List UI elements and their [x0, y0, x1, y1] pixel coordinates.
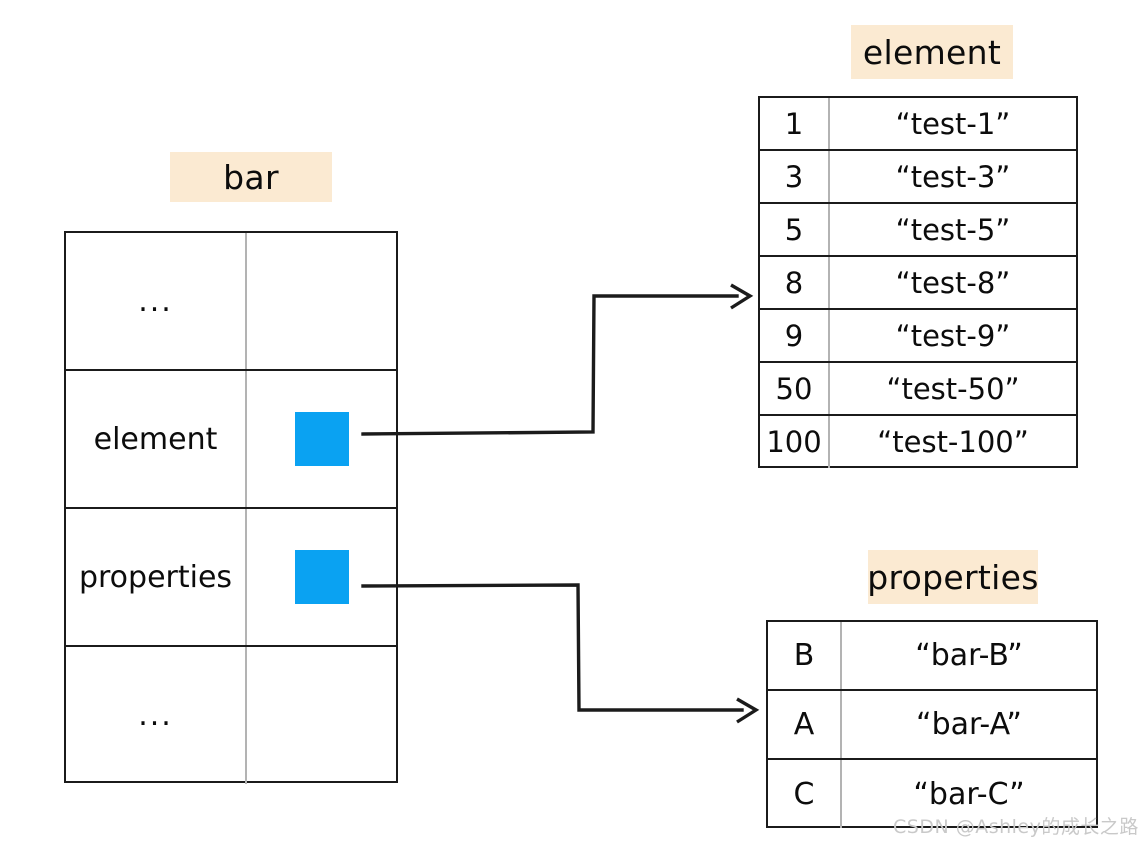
element-row-key: 3 — [760, 151, 830, 202]
table-row: 8 “test-8” — [760, 257, 1076, 310]
bar-row-key: ... — [66, 647, 247, 784]
element-row-key: 1 — [760, 98, 830, 149]
bar-row-key: ... — [66, 233, 247, 369]
table-row: element — [66, 371, 396, 509]
bar-row-value — [247, 233, 396, 369]
bar-row-key-element: element — [66, 371, 247, 507]
bar-row-value-element — [247, 371, 396, 507]
bar-table-title: bar — [170, 152, 332, 202]
element-row-value: “test-3” — [895, 159, 1011, 194]
table-row: 9 “test-9” — [760, 310, 1076, 363]
element-pointer-swatch-icon — [294, 412, 349, 466]
table-row: 5 “test-5” — [760, 204, 1076, 257]
properties-row-key: A — [768, 691, 842, 758]
element-arrow-path — [361, 294, 739, 436]
table-row: 50 “test-50” — [760, 363, 1076, 416]
element-pointer-arrow — [361, 283, 754, 436]
element-row-value: “test-8” — [895, 265, 1011, 300]
element-row-key: 8 — [760, 257, 830, 308]
table-row: ... — [66, 233, 396, 371]
element-table: 1 “test-1” 3 “test-3” 5 “test-5” 8 “test… — [758, 96, 1078, 468]
table-row: B “bar-B” — [768, 622, 1096, 691]
element-row-value: “test-9” — [895, 318, 1011, 353]
element-row-value: “test-1” — [895, 106, 1011, 141]
ellipsis-label: ... — [138, 283, 173, 319]
element-row-key: 5 — [760, 204, 830, 255]
properties-table: B “bar-B” A “bar-A” C “bar-C” — [766, 620, 1098, 828]
table-row: C “bar-C” — [768, 760, 1096, 828]
ellipsis-label: ... — [138, 698, 173, 733]
properties-row-key: C — [768, 760, 842, 828]
watermark-label: CSDN @Ashley的成长之路 — [893, 816, 1139, 838]
properties-arrowhead-icon — [736, 697, 760, 724]
properties-row-value: “bar-A” — [916, 707, 1022, 742]
properties-pointer-swatch-icon — [294, 550, 349, 604]
element-table-title: element — [851, 25, 1013, 79]
table-row: properties — [66, 509, 396, 647]
element-row-key: 100 — [760, 416, 830, 468]
element-row-key: 50 — [760, 363, 830, 414]
table-row: 3 “test-3” — [760, 151, 1076, 204]
table-row: 1 “test-1” — [760, 98, 1076, 151]
element-arrowhead-icon — [730, 283, 754, 310]
properties-row-value: “bar-B” — [915, 638, 1023, 673]
properties-row-key: B — [768, 622, 842, 689]
element-row-value: “test-5” — [895, 212, 1011, 247]
table-row: A “bar-A” — [768, 691, 1096, 760]
properties-arrow-path — [361, 583, 744, 712]
element-row-value: “test-50” — [886, 371, 1020, 406]
table-row: 100 “test-100” — [760, 416, 1076, 468]
properties-pointer-arrow — [361, 583, 760, 724]
table-row: ... — [66, 647, 396, 784]
bar-row-value-properties — [247, 509, 396, 645]
bar-row-key-properties: properties — [66, 509, 247, 645]
bar-table: ... element properties ... — [64, 231, 398, 784]
bar-row-value — [247, 647, 396, 784]
element-row-key: 9 — [760, 310, 830, 361]
properties-row-value: “bar-C” — [913, 776, 1025, 812]
properties-table-title: properties — [867, 550, 1038, 604]
element-row-value: “test-100” — [877, 425, 1029, 459]
